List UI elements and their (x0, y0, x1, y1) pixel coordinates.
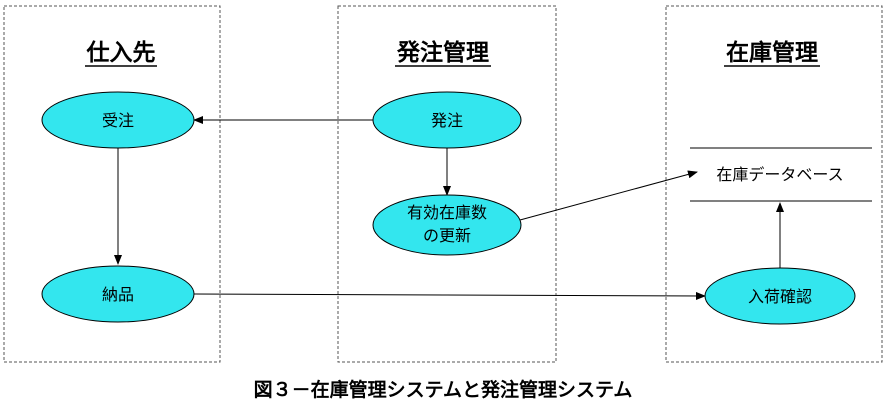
arrows (114, 116, 784, 300)
lane-supplier: 仕入先 (3, 5, 221, 363)
node-delivery-label: 納品 (102, 285, 134, 304)
node-stock-update-shape (372, 194, 522, 256)
node-delivery-shape (41, 265, 195, 323)
node-order-placed-label: 発注 (431, 111, 463, 130)
lane-inventory: 在庫管理 (665, 5, 883, 363)
node-delivery: 納品 (41, 265, 195, 323)
node-order-placed: 発注 (372, 91, 522, 149)
figure-caption: 図３－在庫管理システムと発注管理システム (254, 378, 633, 401)
lane-ordering-border (337, 5, 557, 363)
lane-supplier-border (3, 5, 221, 363)
datastore-label: 在庫データベース (716, 165, 843, 184)
node-receipt-check: 入荷確認 (704, 267, 856, 325)
node-receipt-check-shape (704, 267, 856, 325)
datastore-inventory-db: 在庫データベース (690, 147, 872, 202)
node-receipt-check-label: 入荷確認 (748, 287, 812, 306)
lane-inventory-border (665, 5, 883, 363)
node-stock-update-label-line2: の更新 (423, 226, 471, 245)
node-order-placed-shape (372, 91, 522, 149)
node-order-received-shape (41, 91, 195, 149)
lane-ordering-title: 発注管理 (396, 39, 489, 66)
lane-ordering: 発注管理 (337, 5, 557, 363)
arrow-delivery-to-receipt (193, 291, 706, 300)
node-order-received: 受注 (41, 91, 195, 149)
lane-inventory-title: 在庫管理 (726, 39, 818, 66)
lane-supplier-title: 仕入先 (86, 39, 156, 66)
node-stock-update-label-line1: 有効在庫数 (407, 203, 487, 222)
node-order-received-label: 受注 (102, 111, 134, 130)
node-stock-update: 有効在庫数 の更新 (372, 194, 522, 256)
arrow-stock-update-to-db (519, 170, 698, 221)
